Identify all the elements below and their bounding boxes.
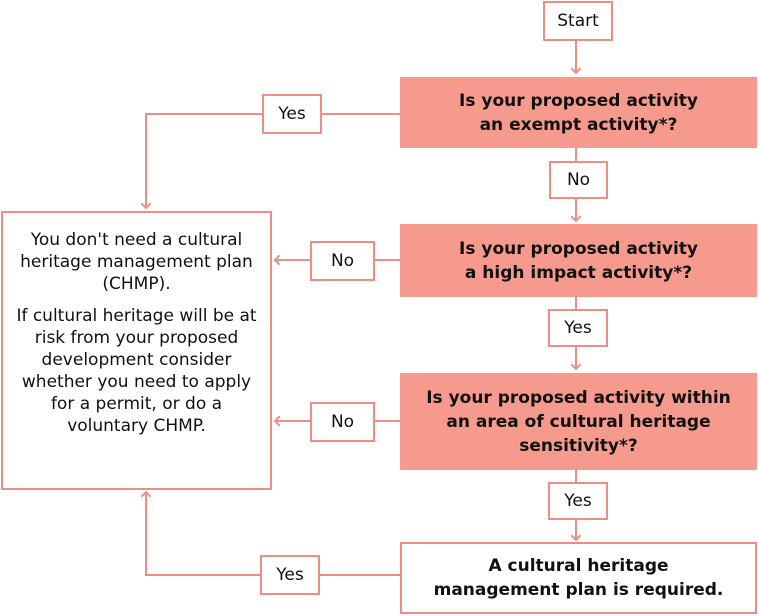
edge-label-q1-no: No xyxy=(549,161,608,199)
edge-label-result-yes: Yes xyxy=(260,555,320,595)
q1-line1: Is your proposed activity xyxy=(459,90,698,111)
q3-line3: sensitivity*? xyxy=(519,435,638,456)
arrow-result-yes-b xyxy=(146,492,260,576)
q3-line2: an area of cultural heritage xyxy=(446,411,711,432)
question-exempt-activity: Is your proposed activity an exempt acti… xyxy=(400,77,757,148)
question-cultural-heritage-sensitivity: Is your proposed activity within an area… xyxy=(400,373,757,470)
start-label: Start xyxy=(557,11,599,31)
q1-line2: an exempt activity*? xyxy=(479,114,678,135)
start-node: Start xyxy=(543,1,613,41)
edge-label-text: Yes xyxy=(278,104,306,124)
edge-label-q2-yes: Yes xyxy=(548,309,608,347)
edge-label-text: Yes xyxy=(276,565,304,585)
edge-label-text: Yes xyxy=(564,491,592,511)
q2-line1: Is your proposed activity xyxy=(459,238,698,259)
edge-label-text: No xyxy=(330,251,355,271)
question-high-impact-activity: Is your proposed activity a high impact … xyxy=(400,224,757,297)
no-chmp-paragraph-2: If cultural heritage will be at risk fro… xyxy=(16,306,257,436)
edge-label-text: Yes xyxy=(564,318,592,338)
q2-line2: a high impact activity*? xyxy=(464,262,693,283)
edge-label-q2-no: No xyxy=(310,241,375,281)
result-no-chmp-needed: You don't need a cultural heritage manag… xyxy=(1,211,272,490)
no-chmp-paragraph-1: You don't need a cultural heritage manag… xyxy=(20,230,253,294)
result-line1: A cultural heritage xyxy=(488,556,669,576)
result-line2: management plan is required. xyxy=(433,580,724,600)
edge-label-q3-no: No xyxy=(310,402,375,442)
result-chmp-required: A cultural heritage management plan is r… xyxy=(400,542,757,614)
edge-label-q3-yes: Yes xyxy=(548,482,608,520)
edge-label-q1-yes: Yes xyxy=(262,94,322,134)
edge-label-text: No xyxy=(330,412,355,432)
edge-label-text: No xyxy=(566,170,591,190)
arrow-q1-yes-b xyxy=(146,113,262,208)
q3-line1: Is your proposed activity within xyxy=(426,387,731,408)
